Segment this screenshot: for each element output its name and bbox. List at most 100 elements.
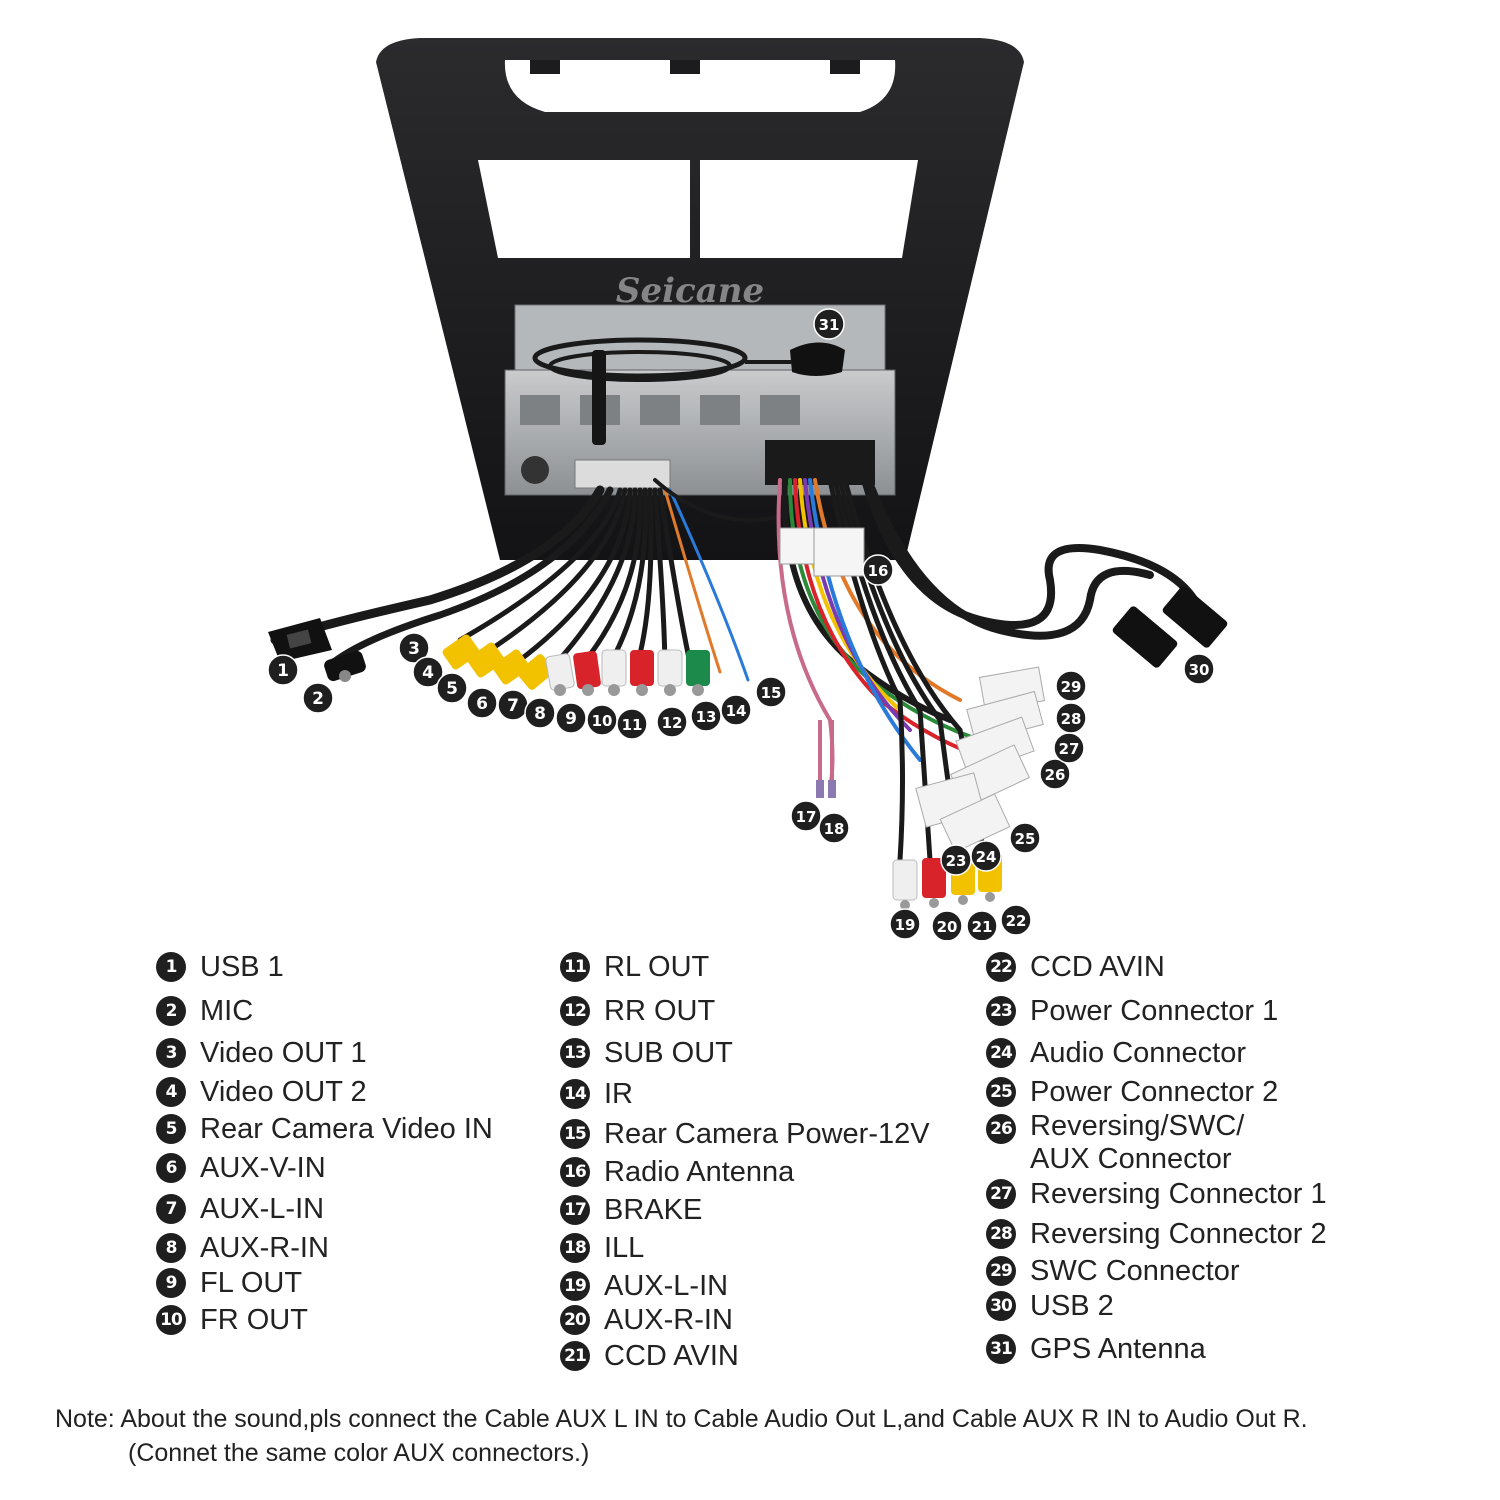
number-badge-circle — [966, 910, 998, 940]
legend-number-badge: 13 — [560, 1038, 590, 1068]
number-badge: 2 — [302, 682, 334, 714]
legend-number-badge: 20 — [560, 1305, 590, 1335]
legend-label: IR — [604, 1078, 633, 1110]
legend-number-badge: 21 — [560, 1341, 590, 1371]
note-line-2: (Connet the same color AUX connectors.) — [128, 1439, 590, 1467]
number-badge-circle — [267, 654, 299, 686]
number-badge-circle — [862, 554, 894, 586]
legend-number-badge: 4 — [156, 1077, 186, 1107]
number-badge-circle — [931, 910, 963, 940]
legend-number-badge: 12 — [560, 996, 590, 1026]
number-badge-circle — [656, 706, 688, 738]
number-badge-circle — [616, 708, 648, 740]
legend-label: Audio Connector — [1030, 1037, 1247, 1069]
number-badge-circle — [889, 908, 921, 940]
legend-label: Rear Camera Power-12V — [604, 1118, 930, 1150]
number-badge-label: 9 — [565, 709, 577, 729]
legend-label: AUX-R-IN — [200, 1232, 329, 1264]
legend-number-badge: 23 — [986, 996, 1016, 1026]
number-badge: 5 — [436, 672, 468, 704]
number-badge: 21 — [966, 910, 998, 940]
legend-number-badge: 14 — [560, 1079, 590, 1109]
legend-number-badge: 16 — [560, 1157, 590, 1187]
legend-label: Rear Camera Video IN — [200, 1113, 493, 1145]
number-badge: 11 — [616, 708, 648, 740]
legend-label: Video OUT 2 — [200, 1076, 367, 1108]
number-badge-label: 15 — [761, 684, 782, 702]
wiring-diagram: Seicane — [267, 38, 1228, 940]
legend-label: CCD AVIN — [1030, 951, 1165, 983]
number-badge: 27 — [1053, 732, 1085, 764]
number-badge-label: 12 — [662, 714, 683, 732]
legend-number-badge: 22 — [986, 952, 1016, 982]
gps-antenna — [532, 337, 845, 445]
number-badge-label: 19 — [895, 916, 916, 934]
legend-label: Reversing Connector 2 — [1030, 1218, 1327, 1250]
number-badge: 6 — [466, 687, 498, 719]
number-badge-circle — [818, 812, 850, 844]
legend-number-badge: 25 — [986, 1077, 1016, 1107]
number-badge-circle — [970, 840, 1002, 872]
radio-antenna-connector — [779, 527, 865, 577]
number-badge-label: 24 — [976, 848, 997, 866]
note-line-1: Note: About the sound,pls connect the Ca… — [55, 1405, 1308, 1433]
legend-label: Reversing/SWC/ AUX Connector — [1030, 1110, 1245, 1175]
legend-number-badge: 28 — [986, 1219, 1016, 1249]
number-badge: 17 — [790, 800, 822, 832]
legend-label: Power Connector 2 — [1030, 1076, 1279, 1108]
number-badge-label: 8 — [534, 704, 546, 724]
number-badge-circle — [1055, 670, 1087, 702]
legend-number-badge: 10 — [156, 1305, 186, 1335]
legend-label: SUB OUT — [604, 1037, 733, 1069]
number-badge: 13 — [690, 700, 722, 732]
number-badge: 25 — [1009, 822, 1041, 854]
legend-label: ILL — [604, 1232, 645, 1264]
number-badge-label: 7 — [507, 696, 519, 716]
number-badge-circle — [1000, 904, 1032, 936]
legend-number-badge: 3 — [156, 1038, 186, 1068]
legend-label: Power Connector 1 — [1030, 995, 1279, 1027]
usb-1-connector — [268, 618, 332, 662]
number-badge-circle — [790, 800, 822, 832]
legend-number-badge: 17 — [560, 1195, 590, 1225]
legend-number-badge: 11 — [560, 952, 590, 982]
legend-number-badge: 29 — [986, 1256, 1016, 1286]
number-badge-label: 21 — [972, 918, 993, 936]
number-badge-label: 27 — [1059, 740, 1080, 758]
rca-connectors-left — [442, 634, 710, 696]
number-badge-circle — [720, 694, 752, 726]
number-badge: 16 — [862, 554, 894, 586]
legend-label: FR OUT — [200, 1304, 308, 1336]
legend-label: AUX-R-IN — [604, 1304, 733, 1336]
legend-label: Reversing Connector 1 — [1030, 1178, 1327, 1210]
number-badge: 28 — [1055, 702, 1087, 734]
number-badge-label: 23 — [946, 852, 967, 870]
watermark: Seicane — [616, 271, 764, 311]
legend-label: RL OUT — [604, 951, 710, 983]
number-badge: 23 — [940, 844, 972, 876]
number-badge-circle — [813, 308, 845, 340]
number-badge-label: 14 — [726, 702, 747, 720]
legend-number-badge: 24 — [986, 1038, 1016, 1068]
legend-number-badge: 15 — [560, 1119, 590, 1149]
number-badge: 12 — [656, 706, 688, 738]
iso-connectors — [915, 666, 1046, 853]
legend-label: SWC Connector — [1030, 1255, 1240, 1287]
number-badge-label: 18 — [824, 820, 845, 838]
number-badge-circle — [755, 676, 787, 708]
legend-number-badge: 31 — [986, 1334, 1016, 1364]
number-badge-label: 4 — [422, 663, 434, 683]
usb-2-connectors — [1112, 586, 1228, 668]
mic-connector — [324, 650, 366, 682]
number-badge-label: 26 — [1045, 766, 1066, 784]
legend-number-badge: 7 — [156, 1194, 186, 1224]
number-badge-circle — [1009, 822, 1041, 854]
number-badge-circle — [302, 682, 334, 714]
legend-number-badge: 26 — [986, 1114, 1016, 1144]
legend-number-badge: 5 — [156, 1114, 186, 1144]
legend-label: FL OUT — [200, 1267, 303, 1299]
number-badge-circle — [398, 632, 430, 664]
number-badge: 24 — [970, 840, 1002, 872]
number-badge-label: 28 — [1061, 710, 1082, 728]
